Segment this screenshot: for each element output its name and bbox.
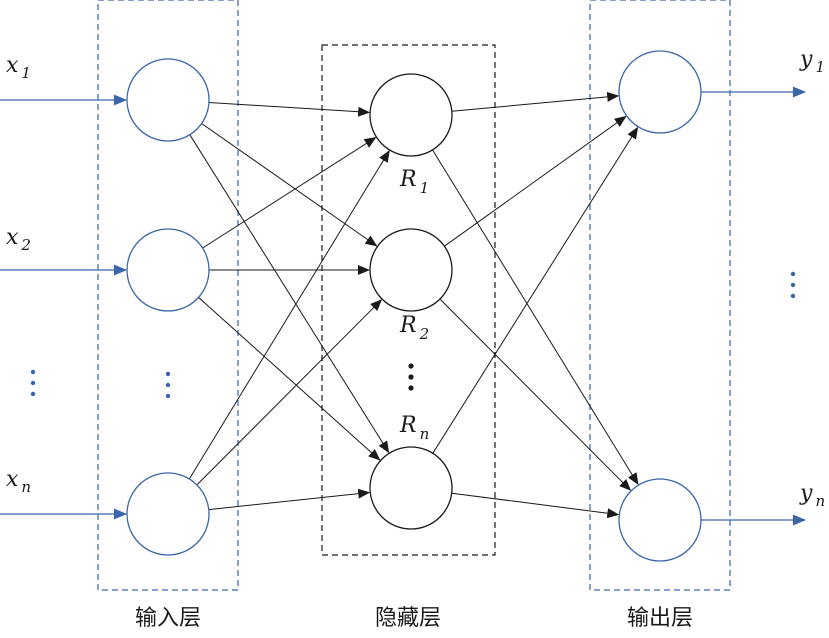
edge-hidden-1-output-0 [444, 115, 627, 247]
output-layer-box [589, 0, 731, 591]
edge-hidden-2-output-1 [451, 492, 620, 519]
input-neuron-1 [126, 58, 210, 142]
edge-input-2-hidden-1 [196, 299, 383, 486]
edge-input-0-hidden-2 [189, 134, 390, 454]
edge-hidden-1-output-1 [439, 298, 632, 491]
connection-lines [188, 91, 639, 519]
ellipsis-hidden-layer [408, 363, 414, 391]
hidden-neuron-1 [369, 73, 453, 157]
hidden-neuron-n [369, 446, 453, 530]
input-neuron-n [126, 472, 210, 556]
edge-input-1-hidden-2 [198, 297, 381, 461]
edge-hidden-0-output-1 [432, 149, 639, 486]
edge-input-0-hidden-0 [208, 102, 371, 117]
edge-input-2-hidden-2 [208, 488, 371, 511]
ellipsis-inputs [30, 369, 36, 397]
edge-hidden-2-output-0 [432, 126, 639, 454]
edge-input-0-hidden-1 [201, 123, 378, 247]
edge-input-1-hidden-0 [202, 137, 377, 249]
input-layer-caption: 输入层 [135, 606, 201, 631]
input-layer-box [97, 0, 239, 591]
output-neuron-n [618, 478, 702, 562]
ellipsis-input-layer [165, 371, 171, 399]
hidden-layer-caption: 隐藏层 [375, 606, 441, 631]
hidden-layer-box [321, 44, 496, 556]
output-neuron-1 [618, 50, 702, 134]
input-neuron-2 [126, 228, 210, 312]
hidden-neuron-2 [369, 228, 453, 312]
edge-hidden-0-output-0 [451, 91, 620, 112]
output-layer-caption: 输出层 [627, 606, 693, 631]
edge-input-2-hidden-0 [188, 150, 390, 480]
ellipsis-outputs [790, 271, 796, 299]
